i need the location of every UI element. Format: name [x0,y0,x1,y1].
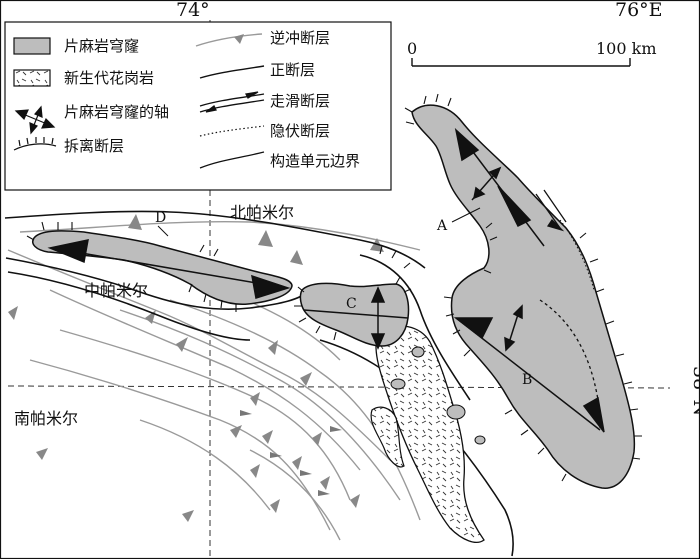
legend-label-strike-slip: 走滑断层 [270,92,330,110]
strike-slip-fault-line [199,91,265,113]
legend-label-thrust: 逆冲断层 [270,29,330,47]
thrust-fault-line [195,33,263,47]
dome-patch [411,346,425,358]
gneiss-dome-swatch [13,37,51,55]
granite-satellite-body [370,406,405,468]
legend-box [4,21,392,191]
granite-swatch [13,69,51,87]
lon-74-label: 74° [176,0,210,21]
thrust-teeth [8,214,384,522]
dome-label-c: C [346,296,357,312]
dome-label-b: B [522,372,532,388]
normal-fault-line [199,65,265,79]
dome-label-a: A [436,218,448,234]
concealed-fault-east [559,219,595,291]
legend: 片麻岩穹窿 新生代花岗岩 片麻岩穹窿的轴 拆离断层 逆冲断层 正断层 走滑断层 … [4,21,392,191]
dome-label-d: D [155,210,166,226]
concealed-fault-b [539,299,601,429]
scale-start-label: 0 [407,39,417,58]
dome-axes [47,127,605,433]
dome-axis-arrows [14,105,56,135]
dome-patch [474,435,486,445]
label-d-leader [157,225,169,237]
region-north-pamir: 北帕米尔 [230,203,294,222]
scale-bar: 0 100 km [407,39,657,67]
legend-label-detachment: 拆离断层 [64,137,124,155]
legend-label-unit-boundary: 构造单元边界 [270,152,360,170]
gneiss-dome-ab [411,104,636,489]
lat-38-label: 38°N [689,366,700,416]
region-south-pamir: 南帕米尔 [14,409,78,428]
dome-patch [390,378,406,390]
strike-slip-arrows-a [535,189,567,232]
legend-label-gneiss-dome: 片麻岩穹窿 [64,37,139,55]
detachment-ticks [26,93,642,482]
label-a-leader [451,207,481,223]
strike-slip-markers [240,410,342,496]
scale-end-label: 100 km [596,39,657,58]
lon-76-label: 76°E [615,0,663,21]
detachment-fault-line [13,137,57,151]
legend-label-normal: 正断层 [270,61,315,79]
tectonic-unit-boundary-line [199,151,265,169]
dome-patch [446,404,466,420]
legend-label-concealed: 隐伏断层 [270,122,330,140]
legend-label-dome-axis: 片麻岩穹窿的轴 [64,103,169,121]
region-central-pamir: 中帕米尔 [84,281,148,300]
legend-label-granite: 新生代花岗岩 [64,69,154,87]
